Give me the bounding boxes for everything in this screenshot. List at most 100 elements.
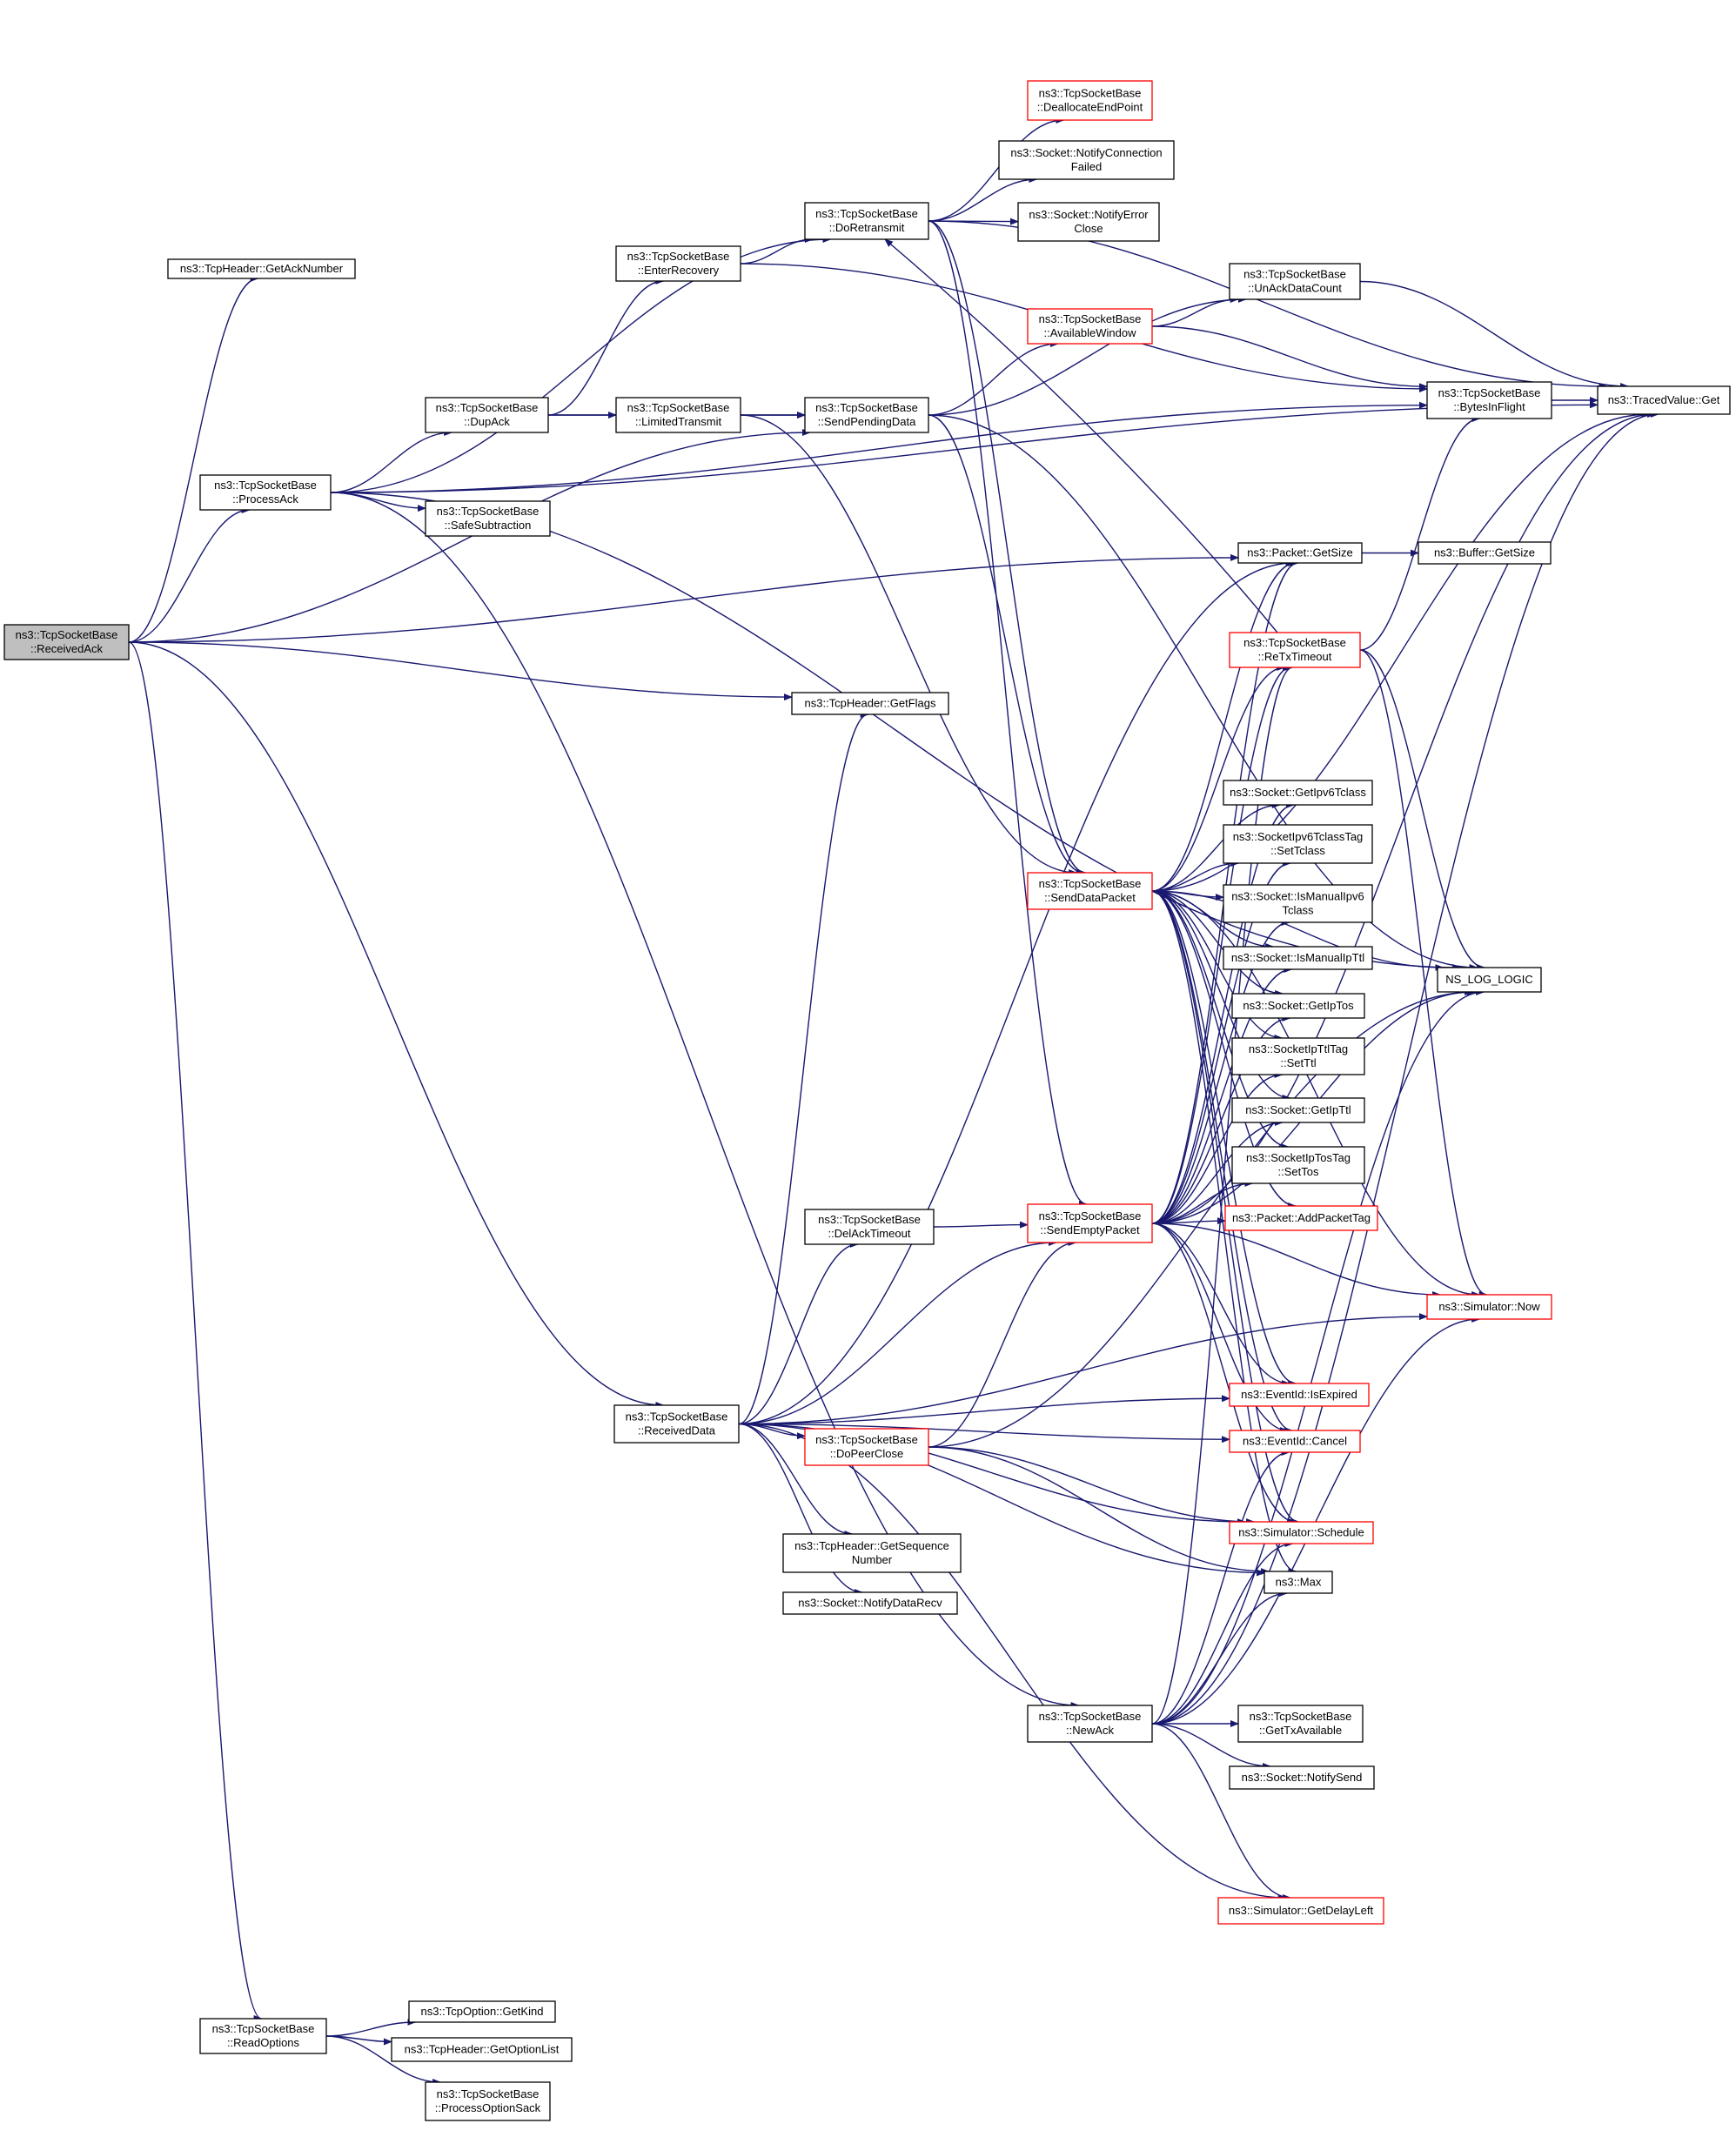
node-receiveddata[interactable]: ns3::TcpSocketBase::ReceivedData [613,1404,740,1444]
node-enterrecovery[interactable]: ns3::TcpSocketBase::EnterRecovery [615,245,741,282]
node-packetgetsize[interactable]: ns3::Packet::GetSize [1237,542,1363,564]
node-getkind[interactable]: ns3::TcpOption::GetKind [408,2000,556,2023]
node-nsloglogic[interactable]: NS_LOG_LOGIC [1437,967,1542,993]
edge-enterrecovery-to-doretransmit [740,236,814,265]
node-getiptos[interactable]: ns3::Socket::GetIpTos [1231,993,1365,1019]
node-settclass[interactable]: ns3::SocketIpv6TclassTag::SetTclass [1223,824,1373,864]
node-label-getsequencenumber-line-1: Number [852,1553,893,1566]
node-getacknumber[interactable]: ns3::TcpHeader::GetAckNumber [167,258,356,279]
node-senddatapacket[interactable]: ns3::TcpSocketBase::SendDataPacket [1027,872,1153,910]
node-doretransmit[interactable]: ns3::TcpSocketBase::DoRetransmit [804,202,929,240]
node-buffergetsize[interactable]: ns3::Buffer::GetSize [1418,541,1552,565]
edge-sendemptypacket-to-simulatornow [1151,1223,1441,1298]
node-box-bytesinflight [1426,381,1552,419]
node-label-processack-line-1: ::ProcessAck [232,492,298,506]
node-sendemptypacket[interactable]: ns3::TcpSocketBase::SendEmptyPacket [1027,1203,1153,1243]
node-getoptionlist[interactable]: ns3::TcpHeader::GetOptionList [391,2037,573,2062]
node-box-simulatorschedule [1229,1521,1374,1544]
node-label-processoptionsack-line-1: ::ProcessOptionSack [435,2101,541,2114]
node-gettxavailable[interactable]: ns3::TcpSocketBase::GetTxAvailable [1237,1705,1364,1743]
node-safesubtraction[interactable]: ns3::TcpSocketBase::SafeSubtraction [425,500,551,537]
node-max[interactable]: ns3::Max [1263,1571,1333,1594]
edge-senddatapacket-to-simulatornow [1151,890,1481,1298]
node-box-buffergetsize [1418,541,1552,565]
node-getipv6tclass[interactable]: ns3::Socket::GetIpv6Tclass [1223,780,1373,806]
edge-sendemptypacket-to-retxtimeout [1151,664,1291,1224]
node-box-packetgetsize [1237,542,1363,564]
node-label-addpackettag-line-0: ns3::Packet::AddPacketTag [1232,1211,1371,1224]
node-label-deallocateendpoint-line-1: ::DeallocateEndPoint [1037,101,1143,114]
node-label-notifyerrorclose-line-0: ns3::Socket::NotifyError [1029,208,1149,221]
node-box-ismanualipv6tclass [1223,884,1373,923]
node-box-unackdatacount [1229,263,1361,300]
node-delacktimeout[interactable]: ns3::TcpSocketBase::DelAckTimeout [804,1209,935,1245]
edge-senddatapacket-to-getipttl [1151,890,1291,1102]
edge-receivedack-to-sendpendingdata [128,429,811,643]
node-dupack[interactable]: ns3::TcpSocketBase::DupAck [425,397,549,433]
node-settos[interactable]: ns3::SocketIpTosTag::SetTos [1231,1146,1365,1184]
node-tracedvalueget[interactable]: ns3::TracedValue::Get [1597,385,1731,415]
node-label-availablewindow-line-1: ::AvailableWindow [1044,326,1137,339]
node-label-sendpendingdata-line-0: ns3::TcpSocketBase [815,401,918,414]
node-label-readoptions-line-1: ::ReadOptions [227,2036,300,2049]
edge-senddatapacket-to-nsloglogic [1151,890,1444,971]
node-label-ismanualipv6tclass-line-0: ns3::Socket::IsManualIpv6 [1231,890,1364,903]
edge-sendemptypacket-to-getiptos [1151,1015,1291,1224]
node-label-dopeerclose-line-1: ::DoPeerClose [830,1447,904,1460]
edge-senddatapacket-to-tracedvalueget [1151,411,1651,892]
node-label-notifysend-line-0: ns3::Socket::NotifySend [1242,1771,1363,1784]
node-availablewindow[interactable]: ns3::TcpSocketBase::AvailableWindow [1027,308,1153,345]
node-retxtimeout[interactable]: ns3::TcpSocketBase::ReTxTimeout [1229,632,1361,668]
node-getdelayleft[interactable]: ns3::Simulator::GetDelayLeft [1217,1897,1384,1925]
node-label-bytesinflight-line-0: ns3::TcpSocketBase [1438,386,1541,399]
edge-doretransmit-to-senddatapacket [928,220,1087,876]
node-notifysend[interactable]: ns3::Socket::NotifySend [1229,1765,1375,1790]
edge-sendpendingdata-to-availablewindow [928,340,1060,416]
node-simulatornow[interactable]: ns3::Simulator::Now [1426,1294,1552,1320]
node-getipttl[interactable]: ns3::Socket::GetIpTtl [1231,1097,1365,1123]
node-box-setttl [1231,1037,1365,1075]
edge-receivedack-to-receiveddata [128,641,665,1409]
node-layer: ns3::TcpSocketBase::ReceivedAckns3::TcpH… [3,80,1731,2121]
edge-receivedack-to-packetgetsize [128,553,1239,643]
node-box-nsloglogic [1437,967,1542,993]
edge-receiveddata-to-getdelayleft [738,1423,1287,1901]
edge-sendpendingdata-to-nsloglogic [928,414,1478,971]
node-box-max [1263,1571,1333,1594]
edge-retxtimeout-to-bytesinflight [1359,415,1481,651]
node-processoptionsack[interactable]: ns3::TcpSocketBase::ProcessOptionSack [425,2081,551,2121]
node-getflags[interactable]: ns3::TcpHeader::GetFlags [791,692,949,715]
node-setttl[interactable]: ns3::SocketIpTtlTag::SetTtl [1231,1037,1365,1075]
node-dopeerclose[interactable]: ns3::TcpSocketBase::DoPeerClose [804,1428,929,1466]
node-iseexpired[interactable]: ns3::EventId::IsExpired [1229,1383,1370,1407]
node-unackdatacount[interactable]: ns3::TcpSocketBase::UnAckDataCount [1229,263,1361,300]
node-box-settclass [1223,824,1373,864]
edge-layer [128,117,1659,2086]
node-receivedack[interactable]: ns3::TcpSocketBase::ReceivedAck [3,624,130,660]
node-sendpendingdata[interactable]: ns3::TcpSocketBase::SendPendingData [804,397,929,433]
node-deallocateendpoint[interactable]: ns3::TcpSocketBase::DeallocateEndPoint [1027,80,1153,121]
node-label-setttl-line-1: ::SetTtl [1280,1056,1316,1069]
node-bytesinflight[interactable]: ns3::TcpSocketBase::BytesInFlight [1426,381,1552,419]
node-newack[interactable]: ns3::TcpSocketBase::NewAck [1027,1705,1153,1743]
node-eventidcancel[interactable]: ns3::EventId::Cancel [1229,1430,1361,1453]
node-limitedtransmit[interactable]: ns3::TcpSocketBase::LimitedTransmit [615,397,741,433]
edge-sendemptypacket-to-getipttl [1151,1119,1284,1224]
node-notifydatarecv[interactable]: ns3::Socket::NotifyDataRecv [782,1591,958,1615]
node-ismanualipttl[interactable]: ns3::Socket::IsManualIpTtl [1223,946,1373,970]
edge-processack-to-doretransmit [330,236,832,493]
node-addpackettag[interactable]: ns3::Packet::AddPacketTag [1224,1205,1378,1231]
node-label-safesubtraction-line-0: ns3::TcpSocketBase [437,505,540,518]
node-readoptions[interactable]: ns3::TcpSocketBase::ReadOptions [199,2018,327,2054]
node-processack[interactable]: ns3::TcpSocketBase::ProcessAck [199,474,332,511]
node-simulatorschedule[interactable]: ns3::Simulator::Schedule [1229,1521,1374,1544]
node-label-getflags-line-0: ns3::TcpHeader::GetFlags [804,697,936,710]
node-box-settos [1231,1146,1365,1184]
node-label-receivedack-line-0: ns3::TcpSocketBase [16,628,118,641]
node-box-addpackettag [1224,1205,1378,1231]
